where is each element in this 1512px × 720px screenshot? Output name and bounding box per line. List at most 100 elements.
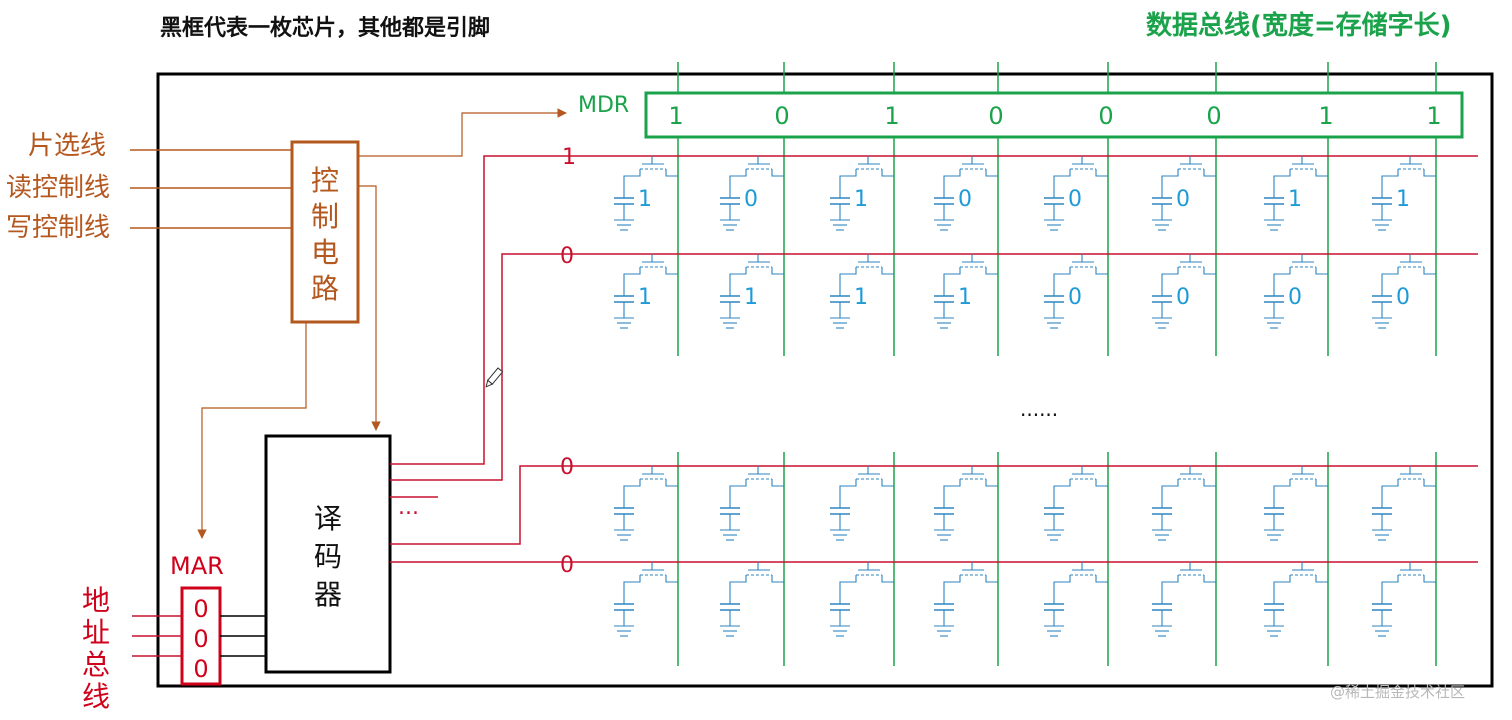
mdr-bits: 1 0 1 0 0 0 1 1 [668, 102, 1441, 130]
memory-cell-r4-c5 [1044, 562, 1108, 637]
cell-value-r1-c4: 0 [958, 187, 972, 212]
memory-cell-r4-c2 [720, 562, 784, 637]
mdr-bit-6: 0 [1206, 102, 1221, 130]
control-to-mar-arrow [197, 322, 307, 539]
memory-cell-r1-c3: 1 [830, 156, 894, 231]
chip-select-pin-label: 片选线 [28, 131, 106, 161]
cell-value-r2-c3: 1 [854, 285, 868, 310]
control-circuit-char-4: 路 [311, 272, 339, 305]
rows-ellipsis: ...... [1020, 397, 1058, 421]
address-bus-char-2: 址 [82, 616, 110, 649]
cell-value-r1-c3: 1 [854, 187, 868, 212]
word-line-label-2: 0 [560, 244, 574, 269]
mdr-register [644, 91, 1464, 139]
address-bus-char-4: 线 [82, 680, 110, 713]
mar-to-decoder-lines [220, 615, 266, 657]
mdr-bit-7: 1 [1318, 102, 1333, 130]
address-bus-char-3: 总 [82, 648, 110, 681]
mdr-bit-1: 1 [668, 102, 683, 130]
control-circuit-box [290, 140, 360, 324]
read-control-pin-label: 读控制线 [6, 173, 110, 203]
mdr-bit-2: 0 [774, 102, 789, 130]
decoder-char-1: 译 [314, 502, 342, 535]
memory-cell-r2-c3: 1 [830, 254, 894, 329]
cell-value-r1-c2: 0 [744, 187, 758, 212]
memory-cell-r3-c8 [1372, 466, 1436, 541]
memory-cell-r2-c7: 0 [1264, 254, 1328, 329]
data-bus-title: 数据总线(宽度=存储字长) [1146, 10, 1452, 41]
control-circuit-char-1: 控 [311, 164, 339, 197]
memory-cell-r2-c8: 0 [1372, 254, 1436, 329]
cell-value-r2-c2: 1 [744, 285, 758, 310]
memory-cell-r2-c6: 0 [1152, 254, 1216, 329]
memory-cell-r4-c7 [1264, 562, 1328, 637]
memory-cell-r1-c8: 1 [1372, 156, 1436, 231]
memory-cell-r1-c5: 0 [1044, 156, 1108, 231]
memory-cell-r1-c1: 1 [614, 156, 678, 231]
memory-cell-r3-c6 [1152, 466, 1216, 541]
cell-value-r2-c5: 0 [1068, 285, 1082, 310]
decoder-output-ellipsis: ... [398, 495, 419, 520]
control-to-mdr-arrow [358, 108, 567, 157]
decoder-char-2: 码 [314, 540, 342, 573]
memory-cell-r4-c4 [934, 562, 998, 637]
cell-value-r1-c8: 1 [1396, 187, 1410, 212]
diagram-title: 黑框代表一枚芯片，其他都是引脚 [160, 15, 490, 41]
memory-cell-r3-c2 [720, 466, 784, 541]
mdr-bit-8: 1 [1426, 102, 1441, 130]
cell-value-r2-c4: 1 [958, 285, 972, 310]
memory-cell-r3-c7 [1264, 466, 1328, 541]
mdr-bit-4: 0 [988, 102, 1003, 130]
memory-cell-r3-c5 [1044, 466, 1108, 541]
cell-value-r2-c6: 0 [1176, 285, 1190, 310]
mar-bit-2: 0 [193, 625, 208, 653]
mdr-bit-3: 1 [884, 102, 899, 130]
watermark: @稀土掘金技术社区 [1330, 683, 1465, 701]
memory-cell-r4-c8 [1372, 562, 1436, 637]
word-lines [584, 155, 1478, 563]
memory-cell-r3-c4 [934, 466, 998, 541]
memory-cell-r3-c1 [614, 466, 678, 541]
mdr-bit-5: 0 [1098, 102, 1113, 130]
cell-value-r1-c1: 1 [638, 187, 652, 212]
cell-value-r1-c6: 0 [1176, 187, 1190, 212]
cell-value-r1-c5: 0 [1068, 187, 1082, 212]
chip-outline [156, 72, 1494, 688]
memory-cell-r3-c3 [830, 466, 894, 541]
mdr-label: MDR [578, 93, 629, 118]
memory-cell-r2-c2: 1 [720, 254, 784, 329]
address-bus-char-1: 地 [82, 584, 110, 617]
cell-value-r2-c1: 1 [638, 285, 652, 310]
memory-cell-r1-c7: 1 [1264, 156, 1328, 231]
mar-label: MAR [170, 552, 224, 580]
decoder-char-3: 器 [314, 578, 342, 611]
address-bus-lines [132, 615, 182, 657]
memory-cell-r4-c3 [830, 562, 894, 637]
memory-cell-r4-c1 [614, 562, 678, 637]
word-line-label-3: 0 [560, 455, 574, 480]
control-pin-lines [130, 149, 292, 229]
decoder-output-lines [390, 155, 584, 563]
memory-cells: 1 0 1 0 0 0 1 1 1 1 1 1 0 0 0 0 [614, 156, 1436, 637]
memory-cell-r2-c1: 1 [614, 254, 678, 329]
memory-cell-r1-c2: 0 [720, 156, 784, 231]
write-control-pin-label: 写控制线 [6, 213, 110, 243]
word-line-label-1: 1 [562, 145, 576, 170]
memory-cell-r2-c5: 0 [1044, 254, 1108, 329]
memory-cell-r1-c6: 0 [1152, 156, 1216, 231]
memory-cell-r1-c4: 0 [934, 156, 998, 231]
mar-bit-3: 0 [193, 655, 208, 683]
data-bus-lines [677, 62, 1437, 666]
word-line-label-4: 0 [560, 553, 574, 578]
control-to-decoder-arrow [358, 185, 381, 431]
decoder-box [264, 434, 392, 674]
control-circuit-char-3: 电 [311, 236, 339, 269]
pencil-icon [485, 367, 504, 388]
memory-cell-r2-c4: 1 [934, 254, 998, 329]
control-circuit-char-2: 制 [311, 200, 339, 233]
cell-value-r2-c7: 0 [1288, 285, 1302, 310]
memory-cell-r4-c6 [1152, 562, 1216, 637]
cell-value-r1-c7: 1 [1288, 187, 1302, 212]
cell-value-r2-c8: 0 [1396, 285, 1410, 310]
